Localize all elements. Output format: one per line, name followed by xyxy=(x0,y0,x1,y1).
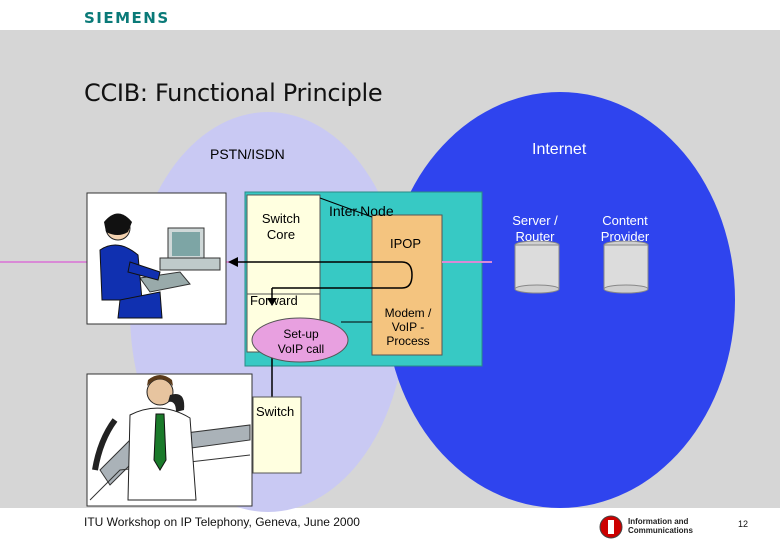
page-number: 12 xyxy=(738,519,749,529)
content-provider-label: Content Provider xyxy=(600,213,650,244)
setup-voip-label: Set-up VoIP call xyxy=(277,327,325,356)
footer-text: ITU Workshop on IP Telephony, Geneva, Ju… xyxy=(84,515,360,529)
pstn-isdn-label: PSTN/ISDN xyxy=(210,146,285,162)
arrow-down xyxy=(267,298,277,306)
siemens-logo: SIEMENS xyxy=(84,9,170,27)
internode-label: Inter.Node xyxy=(329,203,394,219)
server-router xyxy=(514,240,560,294)
forward-label: Forward xyxy=(250,293,298,308)
setup-voip-ellipse xyxy=(251,317,349,363)
ipop-label: IPOP xyxy=(390,236,422,251)
woman-at-computer-picture xyxy=(86,192,227,325)
switch-core-label: Switch Core xyxy=(261,211,301,242)
info-comm-logo-text: Information and Communications xyxy=(628,517,693,535)
slide-title: CCIB: Functional Principle xyxy=(84,79,383,107)
call-path-return xyxy=(272,261,413,289)
switch-box xyxy=(252,396,302,474)
content-provider-server xyxy=(603,240,649,294)
ipop-box xyxy=(371,214,443,356)
modem-voip-label: Modem / VoIP - Process xyxy=(384,306,432,348)
information-communications-logo xyxy=(599,515,623,539)
switch-label: Switch xyxy=(256,404,295,419)
server-router-label: Server / Router xyxy=(512,213,558,244)
arrow-left xyxy=(228,257,238,267)
connector-1 xyxy=(319,197,373,218)
internet-label: Internet xyxy=(532,141,587,158)
man-on-phone-picture xyxy=(86,373,253,507)
